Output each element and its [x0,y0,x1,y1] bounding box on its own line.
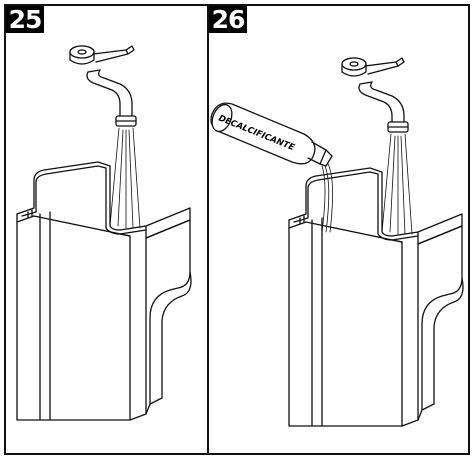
water-tank [16,161,192,421]
panel-25-illustration [16,45,192,421]
decalcifier-stream [321,163,333,233]
water-stream [381,133,413,235]
steam-knob-icon [341,57,405,77]
panel-26-illustration: DECALCIFICANTE [210,57,464,427]
steam-pipe [86,69,137,127]
steam-pipe [358,81,409,133]
water-stream [109,127,141,229]
water-tank [288,167,464,427]
panel-divider [207,6,209,453]
instruction-frame: 25 26 [4,4,470,455]
step-number-badge: 26 [209,6,247,33]
decalcifier-bottle: DECALCIFICANTE [210,102,333,167]
step-number-badge: 25 [6,6,44,33]
steam-knob-icon [69,45,135,65]
